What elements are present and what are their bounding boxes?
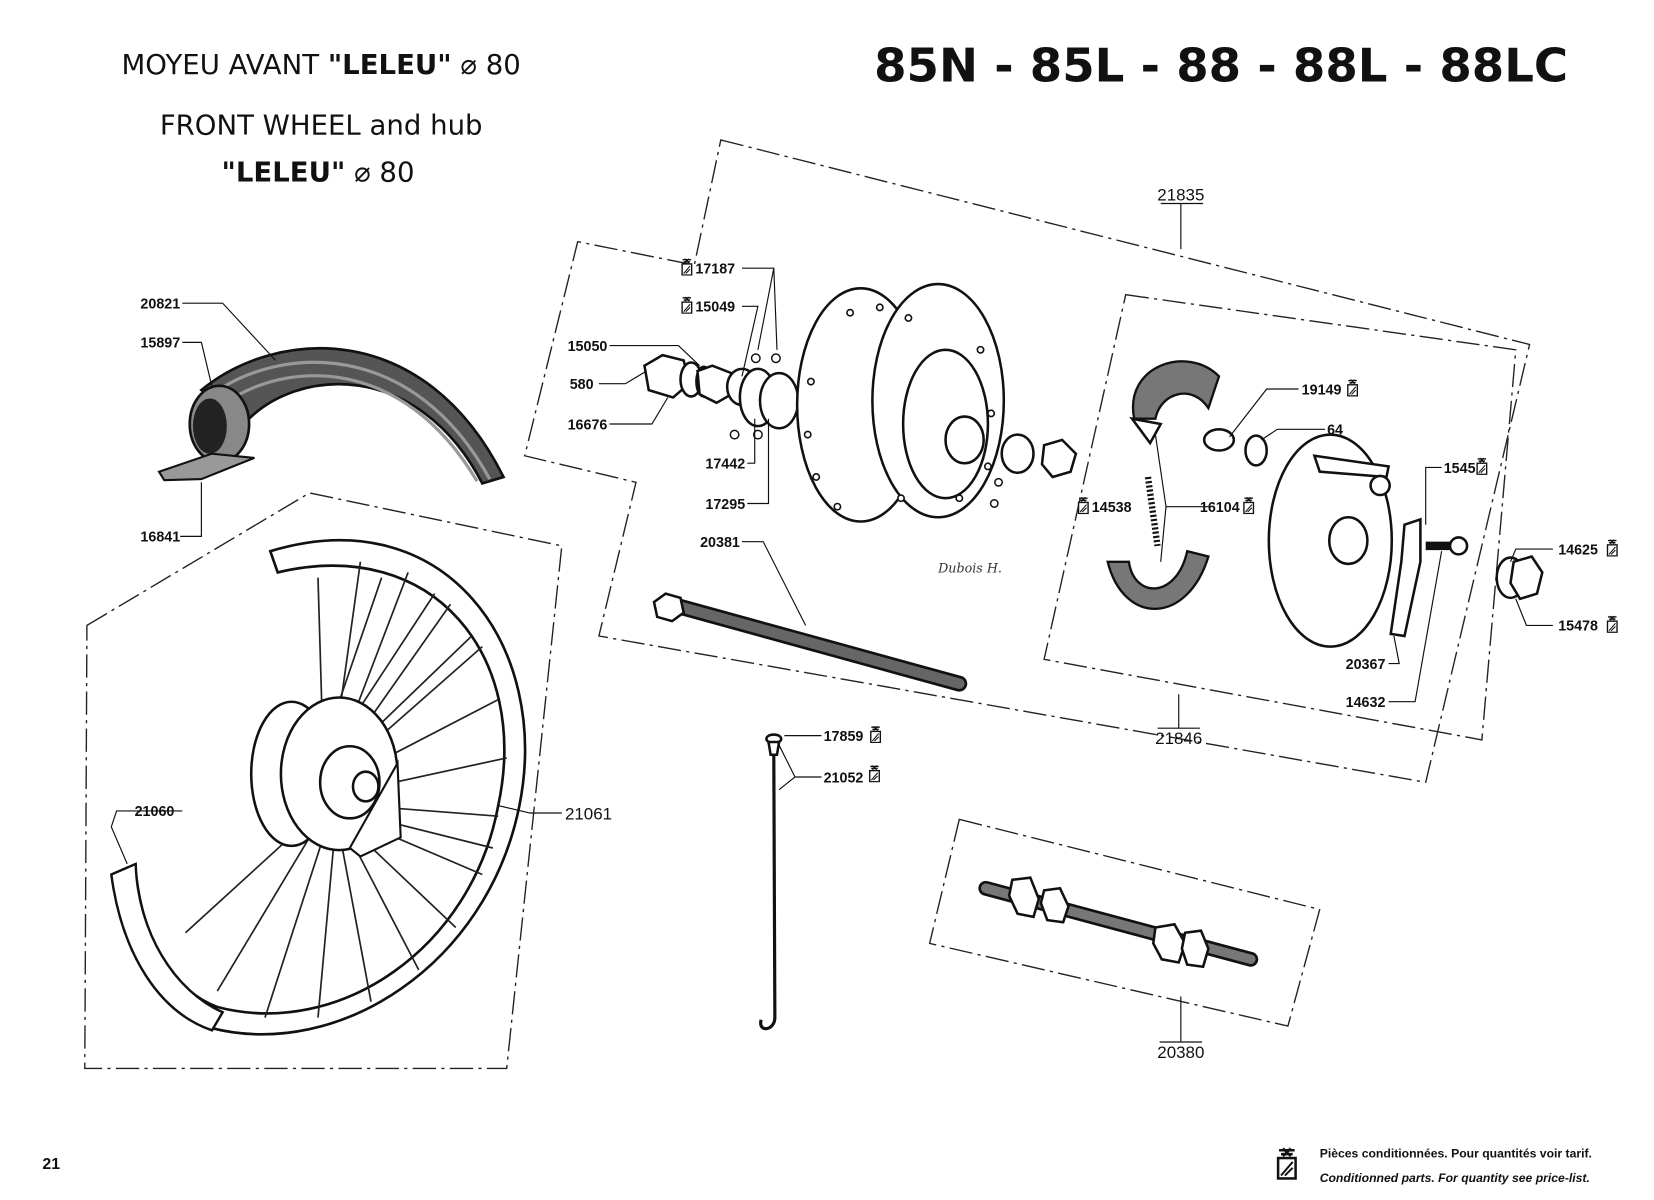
brake-assembly-box <box>1043 293 1517 741</box>
label-20821: 20821 <box>140 296 180 312</box>
footer-note-english: Conditionned parts. For quantity see pri… <box>1320 1171 1590 1185</box>
title-english-brand: "LELEU" ⌀ 80 <box>222 156 415 188</box>
title-english: FRONT WHEEL and hub <box>160 110 483 142</box>
conditioned-parts-icon <box>1276 1146 1297 1180</box>
conditioned-part-icon <box>1606 615 1618 633</box>
conditioned-part-icon <box>1243 497 1255 515</box>
page-number: 21 <box>42 1156 60 1173</box>
conditioned-part-icon <box>869 765 880 783</box>
wheel-box <box>84 492 563 1070</box>
label-21052: 21052 <box>824 770 864 786</box>
label-15478: 15478 <box>1558 619 1598 635</box>
conditioned-part-icon <box>681 296 693 314</box>
model-list: 85N - 85L - 88 - 88L - 88LC <box>874 39 1568 93</box>
footer-note-french: Pièces conditionnées. Pour quantités voi… <box>1320 1147 1592 1161</box>
tire-and-tube-drawing <box>157 347 506 485</box>
label-16104: 16104 <box>1200 500 1240 516</box>
label-14538: 14538 <box>1092 500 1132 516</box>
label-17295: 17295 <box>705 497 745 513</box>
conditioned-part-icon <box>1606 539 1618 557</box>
label-17859: 17859 <box>824 729 864 745</box>
label-580: 580 <box>570 377 594 393</box>
label-17442: 17442 <box>705 457 745 473</box>
label-64: 64 <box>1327 423 1343 439</box>
conditioned-part-icon <box>870 726 882 744</box>
hub-drawing: Dubois H. <box>643 282 1078 692</box>
spoke-drawing <box>759 733 783 1031</box>
label-16676: 16676 <box>568 417 608 433</box>
label-21846: 21846 <box>1155 729 1202 748</box>
hub-assembly-box <box>523 139 1531 784</box>
artist-signature: Dubois H. <box>937 560 1002 575</box>
part-labels: 20821 15897 16841 21060 21061 21835 1718… <box>135 185 1618 1062</box>
label-15050: 15050 <box>568 339 608 355</box>
wheel-drawing <box>109 538 527 1036</box>
label-14625: 14625 <box>1558 542 1598 558</box>
label-21835: 21835 <box>1157 185 1204 204</box>
spindle-box <box>928 818 1321 1027</box>
label-20381: 20381 <box>700 535 740 551</box>
spindle-drawing <box>978 876 1259 969</box>
brake-drawing <box>1106 360 1544 648</box>
label-21061: 21061 <box>565 804 612 823</box>
conditioned-part-icon <box>1347 379 1359 397</box>
label-15897: 15897 <box>140 336 180 352</box>
label-1545: 1545 <box>1444 461 1476 477</box>
label-21060: 21060 <box>135 804 175 820</box>
label-20380: 20380 <box>1157 1043 1204 1062</box>
label-17187: 17187 <box>695 261 735 277</box>
label-19149: 19149 <box>1302 382 1342 398</box>
label-16841: 16841 <box>140 530 180 546</box>
label-15049: 15049 <box>695 300 735 316</box>
label-14632: 14632 <box>1346 695 1386 711</box>
label-20367: 20367 <box>1346 657 1386 673</box>
title-french: MOYEU AVANT "LELEU" ⌀ 80 <box>122 49 521 81</box>
conditioned-part-icon <box>681 258 693 276</box>
leader-lines <box>110 202 1553 1043</box>
conditioned-part-icon <box>1476 457 1488 475</box>
